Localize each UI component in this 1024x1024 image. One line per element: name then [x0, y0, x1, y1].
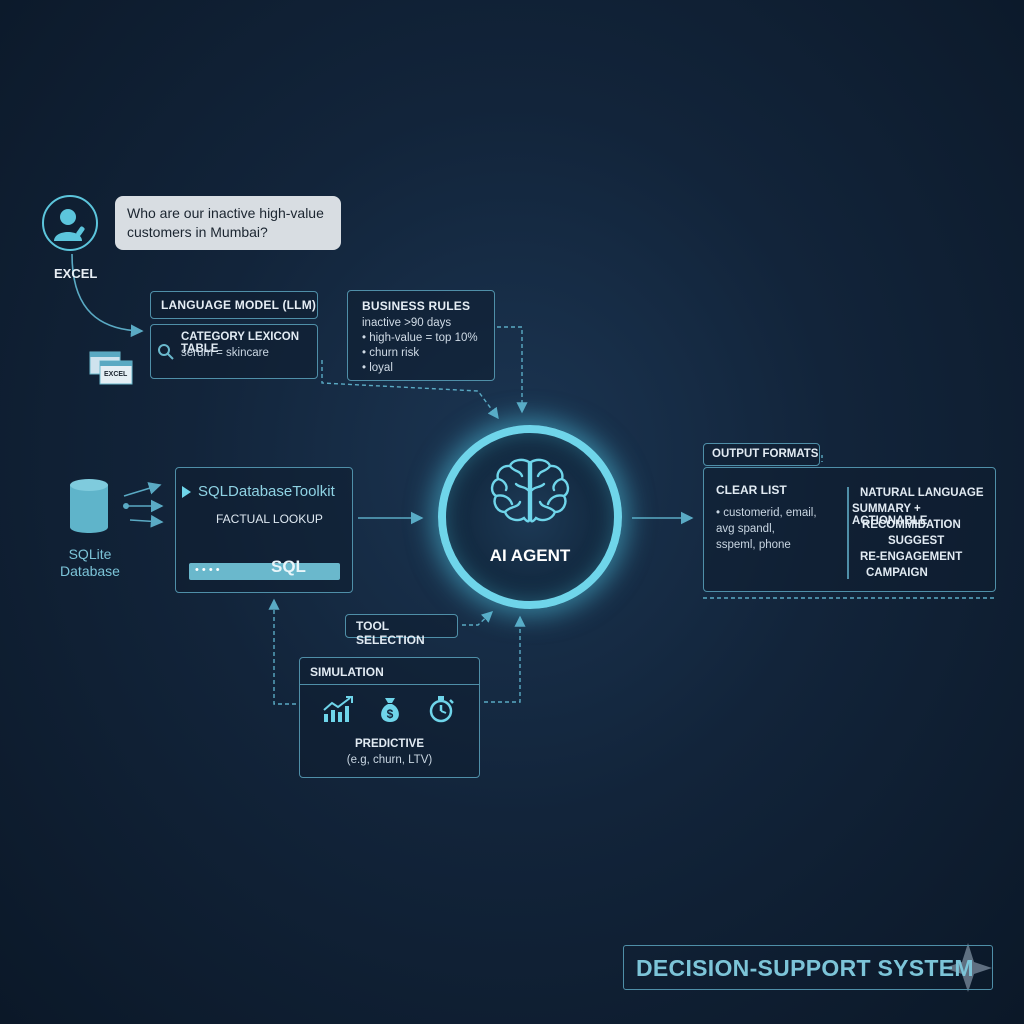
output-formats-box: CLEAR LIST • customerid, email, avg span… — [703, 467, 996, 592]
predictive-heading: PREDICTIVE — [354, 738, 424, 750]
excel-file-label: EXCEL — [104, 371, 128, 378]
database-icon — [70, 479, 108, 533]
rule-item: inactive >90 days — [362, 317, 452, 329]
database-label-line1: SQLite — [68, 546, 112, 562]
summary-line: NATURAL LANGUAGE — [860, 487, 984, 499]
tool-selection-label: TOOL SELECTION — [356, 619, 425, 647]
business-rules-title: BUSINESS RULES — [362, 299, 471, 313]
rule-item: • loyal — [362, 362, 393, 374]
rule-item: • churn risk — [362, 347, 420, 359]
sql-query-bar: • • • • SQL — [189, 557, 340, 580]
money-bag-icon: $ — [381, 698, 399, 722]
llm-title: LANGUAGE MODEL (LLM) — [161, 298, 317, 312]
simulation-box: SIMULATION $ PREDICTIVE (e.g, churn, LTV… — [299, 657, 480, 778]
clear-list-line: • customerid, email, — [716, 507, 817, 519]
summary-line: CAMPAIGN — [866, 567, 928, 579]
output-divider — [847, 487, 849, 579]
svg-text:$: $ — [387, 707, 394, 721]
business-rules-box: BUSINESS RULES inactive >90 days • high-… — [347, 290, 495, 381]
rule-item: • high-value = top 10% — [362, 332, 478, 344]
llm-title-box: LANGUAGE MODEL (LLM) — [150, 291, 318, 319]
predictive-detail: (e.g, churn, LTV) — [346, 754, 433, 766]
chart-growth-icon — [323, 696, 353, 722]
simulation-divider — [300, 684, 479, 685]
sql-toolkit-subtitle: FACTUAL LOOKUP — [216, 512, 323, 526]
user-avatar-icon — [42, 195, 98, 251]
brain-icon — [490, 458, 570, 523]
database-label-line2: Database — [60, 563, 120, 579]
question-bubble: Who are our inactive high-value customer… — [115, 196, 341, 250]
excel-file-icon: EXCEL — [88, 350, 134, 386]
output-formats-title-box: OUTPUT FORMATS — [703, 443, 820, 466]
database-label: SQLite Database — [55, 546, 125, 580]
summary-line: RE-ENGAGEMENT — [860, 551, 963, 563]
ai-agent-label: AI AGENT — [489, 546, 571, 565]
footer-title: DECISION-SUPPORT SYSTEM — [636, 955, 974, 981]
stopwatch-icon — [429, 696, 454, 723]
summary-line: SUGGEST — [888, 535, 945, 547]
question-text: Who are our inactive high-value customer… — [127, 205, 324, 240]
search-icon — [158, 344, 174, 360]
excel-label: EXCEL — [54, 266, 98, 281]
output-formats-title: OUTPUT FORMATS — [712, 448, 819, 460]
clear-list-line: sspeml, phone — [716, 539, 791, 551]
lexicon-table-title: CATEGORY LEXICON TABLE — [181, 331, 299, 355]
sql-bar-dots: • • • • — [195, 564, 220, 576]
clear-list-title: CLEAR LIST — [716, 483, 787, 497]
sql-bar-label: SQL — [271, 557, 306, 576]
lexicon-table-box: CATEGORY LEXICON TABLE serum = skincare — [150, 324, 318, 379]
summary-line: SUMMARY + ACTIONABLE — [852, 503, 928, 527]
clear-list-line: avg spandl, — [716, 523, 775, 535]
play-arrow-icon — [182, 486, 191, 498]
simulation-title: SIMULATION — [310, 665, 384, 679]
summary-line: RECOMMIDATION — [862, 519, 961, 531]
tool-selection-box: TOOL SELECTION — [345, 614, 458, 647]
footer-box — [623, 945, 993, 990]
lexicon-table-entry: serum = skincare — [181, 347, 269, 359]
sql-toolkit-title: SQLDatabaseToolkit — [198, 483, 335, 500]
ai-agent-node — [438, 425, 622, 609]
